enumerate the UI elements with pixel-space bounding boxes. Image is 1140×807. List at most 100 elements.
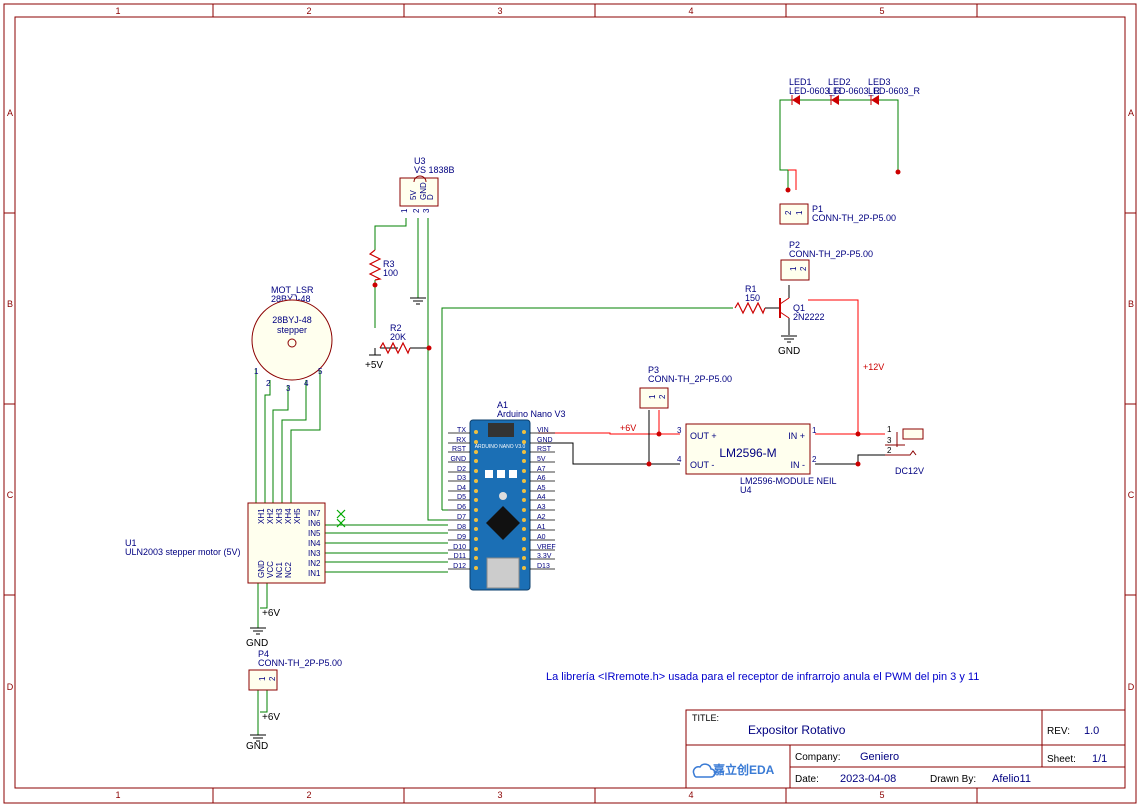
col-label-bottom: 1	[115, 790, 120, 800]
svg-text:2: 2	[799, 266, 808, 271]
svg-text:LM2596-M: LM2596-M	[719, 446, 776, 460]
stepper-motor[interactable]: MOT_LSR 28BYJ-48 28BYJ-48 stepper 1 2 3 …	[251, 285, 333, 393]
svg-text:IN6: IN6	[308, 519, 321, 528]
svg-text:CONN-TH_2P-P5.00: CONN-TH_2P-P5.00	[789, 249, 873, 259]
gnd-symbol-p4: GND +6V	[246, 712, 280, 752]
led3[interactable]: LED3 LED-0603_R	[868, 77, 921, 105]
svg-text:XH4: XH4	[284, 508, 293, 524]
svg-text:XH2: XH2	[266, 508, 275, 524]
svg-text:1: 1	[812, 426, 817, 435]
led2[interactable]: LED2 LED-0603_R	[828, 77, 881, 105]
frame-labels: 1 2 3 4 5 1 2 3 4 5 A B C D A B C D	[7, 6, 1135, 800]
junctions	[372, 169, 901, 467]
svg-text:1: 1	[795, 210, 804, 215]
sheet-value: 1/1	[1092, 753, 1107, 765]
connector-p1[interactable]: 2 1 P1 CONN-TH_2P-P5.00	[779, 203, 896, 225]
svg-text:TX: TX	[457, 427, 466, 434]
gnd-symbol-u3	[410, 297, 426, 305]
svg-text:5: 5	[318, 367, 323, 376]
driver-uln2003[interactable]: U1 ULN2003 stepper motor (5V) XH1 XH2 XH…	[125, 502, 346, 584]
svg-text:LED2: LED2	[828, 77, 851, 87]
svg-text:ARDUINO NANO V3.0: ARDUINO NANO V3.0	[475, 444, 526, 450]
svg-text:1: 1	[254, 367, 259, 376]
svg-text:U1: U1	[125, 538, 137, 548]
rev-value: 1.0	[1084, 725, 1099, 737]
svg-text:VCC: VCC	[266, 561, 275, 578]
svg-text:CONN-TH_2P-P5.00: CONN-TH_2P-P5.00	[812, 213, 896, 223]
svg-text:Q1: Q1	[793, 303, 805, 313]
svg-text:OUT -: OUT -	[690, 460, 714, 470]
col-label-bottom: 2	[306, 790, 311, 800]
svg-text:+6V: +6V	[262, 712, 280, 723]
resistor-r2[interactable]: R2 20K	[379, 323, 411, 355]
svg-text:GND: GND	[246, 741, 268, 752]
col-label-top: 2	[306, 6, 311, 16]
net-label-12v: +12V	[863, 362, 884, 372]
svg-text:GND: GND	[537, 437, 553, 444]
resistor-r3[interactable]: R3 100	[368, 249, 398, 281]
svg-text:RST: RST	[537, 446, 552, 453]
row-label-right: A	[1128, 108, 1134, 118]
svg-text:P4: P4	[258, 649, 269, 659]
gnd-symbol-u1: GND +6V	[246, 608, 280, 649]
dc-jack[interactable]: 1 3 2 DC12V	[885, 425, 924, 476]
svg-text:IN4: IN4	[308, 539, 321, 548]
svg-text:A0: A0	[537, 534, 546, 541]
svg-text:1: 1	[789, 266, 798, 271]
svg-text:D3: D3	[457, 475, 466, 482]
connector-p4[interactable]: P4 CONN-TH_2P-P5.00 1 2	[248, 649, 342, 691]
drawn-label: Drawn By:	[930, 774, 976, 785]
col-label-bottom: 3	[497, 790, 502, 800]
svg-text:IN -: IN -	[791, 460, 806, 470]
svg-text:2: 2	[268, 676, 277, 681]
regulator-lm2596[interactable]: LM2596-M OUT + OUT - IN + IN - 3 4 1 2 L…	[677, 423, 837, 495]
svg-text:D8: D8	[457, 524, 466, 531]
svg-text:DC12V: DC12V	[895, 466, 924, 476]
rev-label: REV:	[1047, 726, 1070, 737]
svg-text:D7: D7	[457, 514, 466, 521]
connector-p3[interactable]: P3 CONN-TH_2P-P5.00 1 2	[639, 365, 732, 409]
svg-text:20K: 20K	[390, 332, 406, 342]
company-value: Geniero	[860, 751, 899, 763]
transistor-q1[interactable]: Q1 2N2222	[779, 297, 825, 322]
svg-text:GND: GND	[257, 560, 266, 578]
row-label-right: B	[1128, 299, 1134, 309]
col-label-top: 1	[115, 6, 120, 16]
svg-text:2: 2	[266, 379, 271, 388]
svg-text:P2: P2	[789, 240, 800, 250]
svg-text:28BYJ-48: 28BYJ-48	[271, 294, 311, 304]
svg-text:D5: D5	[457, 494, 466, 501]
svg-text:R1: R1	[745, 284, 757, 294]
svg-text:U4: U4	[740, 485, 752, 495]
company-label: Company:	[795, 752, 841, 763]
svg-text:2: 2	[812, 455, 817, 464]
svg-text:A4: A4	[537, 494, 546, 501]
svg-text:A6: A6	[537, 475, 546, 482]
row-label-right: C	[1128, 490, 1135, 500]
svg-text:D6: D6	[457, 504, 466, 511]
led-group: LED1 LED-0603_R LED2 LED-0603_R LED3 LED…	[789, 77, 921, 105]
svg-text:D9: D9	[457, 534, 466, 541]
svg-text:RST: RST	[452, 446, 467, 453]
ir-receiver-u3[interactable]: U3 VS 1838B 5V GND D 1 2 3	[399, 156, 455, 213]
svg-text:IN1: IN1	[308, 569, 321, 578]
svg-text:CONN-TH_2P-P5.00: CONN-TH_2P-P5.00	[258, 658, 342, 668]
row-label-left: B	[7, 299, 13, 309]
arduino-nano[interactable]: A1 Arduino Nano V3 ARDUINO NANO V3.0 TX …	[448, 400, 566, 591]
svg-text:XH3: XH3	[275, 508, 284, 524]
svg-text:GND: GND	[778, 346, 800, 357]
svg-text:D12: D12	[453, 563, 466, 570]
led1[interactable]: LED1 LED-0603_R	[789, 77, 842, 105]
svg-text:P1: P1	[812, 204, 823, 214]
svg-text:2: 2	[784, 210, 793, 215]
svg-text:28BYJ-48: 28BYJ-48	[272, 315, 312, 325]
resistor-r1[interactable]: R1 150	[734, 284, 766, 315]
svg-text:3: 3	[887, 436, 892, 445]
connector-p2[interactable]: P2 CONN-TH_2P-P5.00 1 2	[780, 240, 873, 281]
svg-text:Arduino Nano V3: Arduino Nano V3	[497, 409, 566, 419]
svg-text:5V: 5V	[537, 456, 546, 463]
svg-text:100: 100	[383, 268, 398, 278]
eda-logo: 嘉立创EDA	[712, 762, 775, 777]
svg-text:LED-0603_R: LED-0603_R	[868, 86, 921, 96]
